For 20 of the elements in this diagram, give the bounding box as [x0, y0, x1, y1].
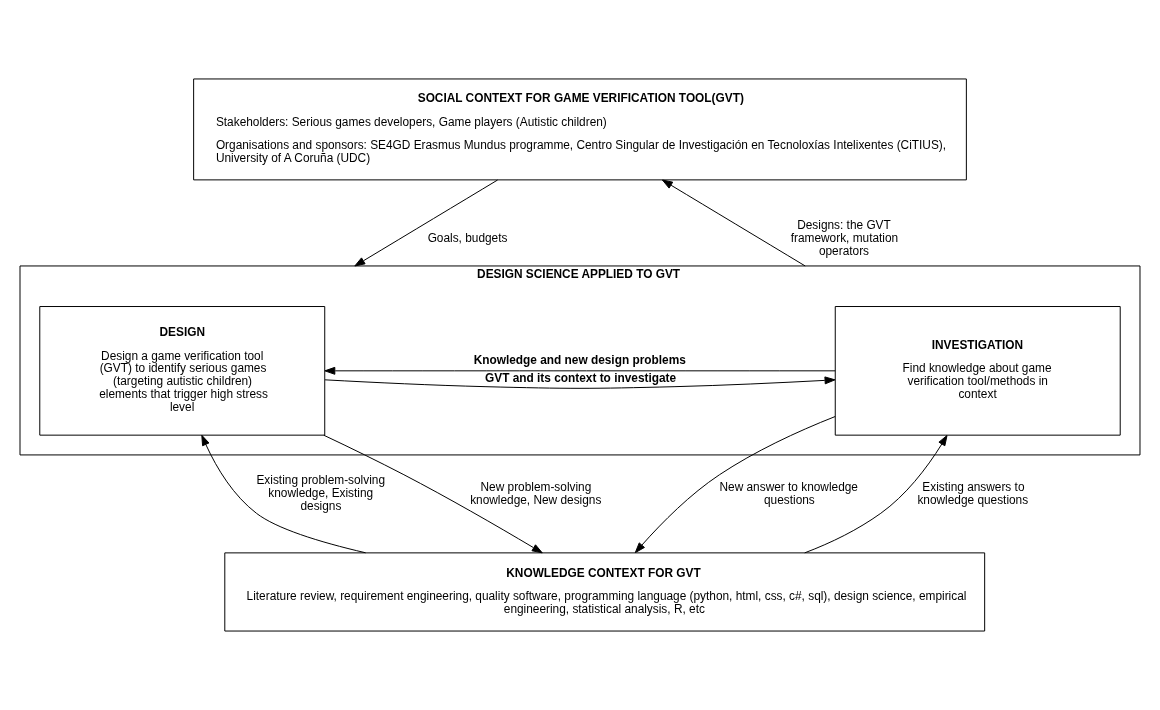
node-box: KNOWLEDGE CONTEXT FOR GVT Literature review, requirement engineering, quality software, programming language (python, html, css, c#, sql), design science, empirical engineering, statistical analysis, R, etc — [224, 552, 986, 632]
arrow — [661, 179, 806, 267]
arrow — [324, 366, 836, 375]
arrow — [804, 435, 948, 554]
edge-label: New problem-solving knowledge, New designs — [470, 479, 602, 507]
node-box: SOCIAL CONTEXT FOR GAME VERIFICATION TOOL(GVT) Stakeholders: Serious games developers, Game players (Autistic children) Organisations and sponsors: SE4GD Erasmus Mundus programme, Centro Singular de Investigación en Tecnoloxías Intelixentes (CiTIUS), University of A Coruña (UDC) — [193, 78, 967, 181]
arrow — [634, 416, 836, 554]
edge-label: New answer to knowledge questions — [719, 479, 858, 507]
edge-label: Designs: the GVT framework, mutation operators — [790, 217, 899, 258]
edge-label: Existing answers to knowledge questions — [917, 479, 1029, 507]
node-box: DESIGN Design a game verification tool (GVT) to identify serious games (targeting autistic children) elements that trigger high stress level — [39, 306, 326, 436]
edge-label: Existing problem-solving knowledge, Existing designs — [256, 473, 385, 513]
edge-label: Knowledge and new design problems — [473, 352, 686, 367]
arrow — [201, 434, 367, 554]
arrow — [354, 179, 499, 267]
arrow — [324, 376, 836, 389]
edge-label: Goals, budgets — [427, 230, 508, 245]
arrow — [323, 434, 543, 554]
node-box: INVESTIGATION Find knowledge about game verification tool/methods in context — [834, 306, 1121, 436]
edge-label: GVT and its context to investigate — [485, 371, 677, 386]
